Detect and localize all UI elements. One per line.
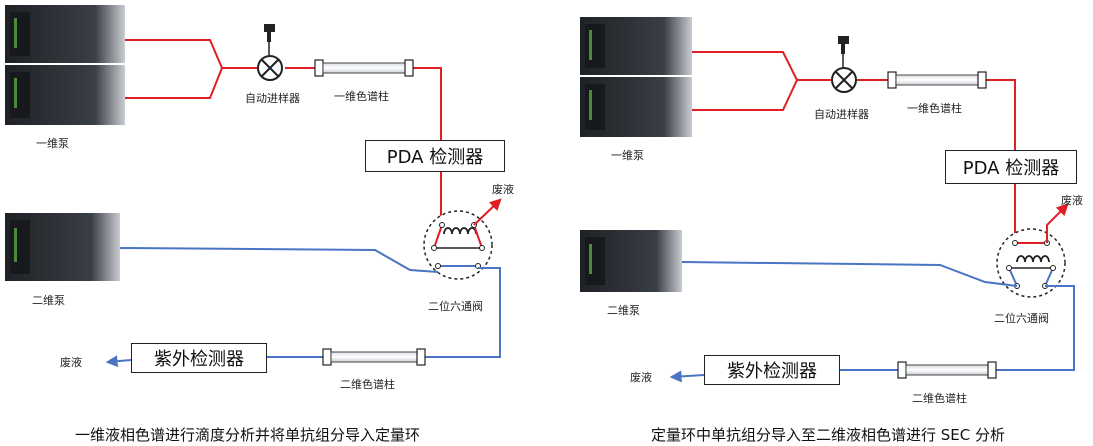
- right-pda-detector: PDA 检测器: [945, 150, 1077, 184]
- right-valve-label: 二位六通阀: [994, 312, 1049, 325]
- right-pump1-upper: [580, 17, 692, 75]
- left-autosampler-label: 自动进样器: [245, 92, 300, 105]
- left-waste-top-label: 废液: [492, 183, 514, 196]
- right-pump1-lower: [580, 77, 692, 137]
- left-uv-detector: 紫外检测器: [131, 343, 267, 373]
- right-pump2-label: 二维泵: [607, 304, 640, 317]
- right-uv-detector: 紫外检测器: [704, 355, 840, 385]
- right-pump2: [580, 230, 682, 292]
- right-red-column-to-pda: [986, 79, 1016, 150]
- left-column2-label: 二维色谱柱: [340, 378, 395, 391]
- left-waste-arrow-red: [473, 198, 502, 226]
- right-blue-pump2-to-valve: [681, 261, 1018, 287]
- left-pump2: [5, 213, 120, 281]
- right-waste-arrow-blue: [669, 370, 705, 383]
- left-pda-detector: PDA 检测器: [365, 140, 505, 172]
- right-column2-icon: [897, 361, 997, 379]
- left-red-pump-to-sampler: [125, 39, 257, 99]
- left-six-port-valve: [423, 210, 493, 280]
- left-blue-valve-to-column2: [425, 267, 501, 358]
- right-column2-label: 二维色谱柱: [912, 392, 967, 405]
- left-column1-label: 一维色谱柱: [334, 90, 389, 103]
- right-six-port-valve: [996, 228, 1066, 298]
- left-waste-arrow-blue: [105, 355, 132, 368]
- left-valve-label: 二位六通阀: [428, 300, 483, 313]
- right-waste-arrow-red: [1046, 203, 1069, 243]
- right-column1-icon: [887, 71, 987, 89]
- right-red-pump-to-sampler: [692, 51, 831, 111]
- left-autosampler-icon: [257, 24, 283, 81]
- right-waste-top-label: 废液: [1061, 194, 1083, 207]
- right-panel: [580, 17, 1075, 383]
- left-pump1-upper: [5, 5, 125, 63]
- right-pump1-label: 一维泵: [611, 149, 644, 162]
- left-blue-pump2-to-valve: [119, 247, 439, 273]
- left-panel: [5, 5, 502, 368]
- right-column1-label: 一维色谱柱: [907, 102, 962, 115]
- right-waste-bottom-label: 废液: [630, 371, 652, 384]
- right-caption: 定量环中单抗组分导入至二维液相色谱进行 SEC 分析: [651, 426, 1006, 444]
- right-blue-valve-to-column2: [996, 285, 1075, 371]
- right-autosampler-label: 自动进样器: [814, 108, 869, 121]
- left-pump1-label: 一维泵: [36, 137, 69, 150]
- left-caption: 一维液相色谱进行滴度分析并将单抗组分导入定量环: [75, 426, 421, 444]
- left-pump2-label: 二维泵: [32, 294, 65, 307]
- left-red-column-to-pda: [413, 67, 442, 140]
- left-pump1-lower: [5, 65, 125, 125]
- left-column1-icon: [314, 59, 414, 77]
- left-column2-icon: [322, 348, 426, 366]
- left-waste-bottom-label: 废液: [60, 356, 82, 369]
- right-autosampler-icon: [831, 36, 857, 93]
